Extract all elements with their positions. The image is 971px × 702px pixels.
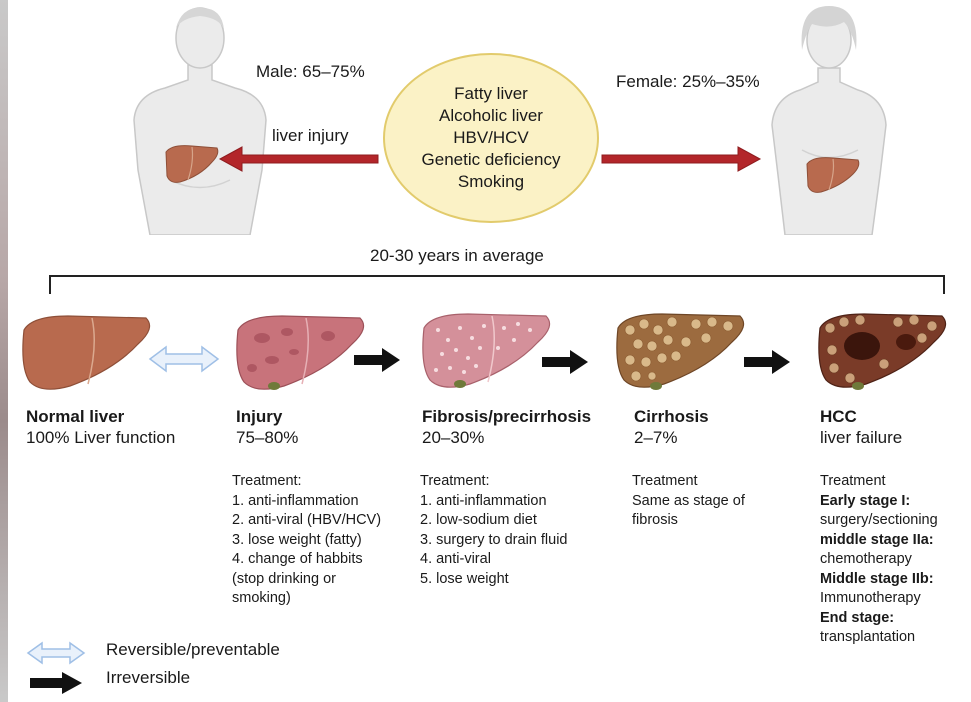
treatment-fibrosis: Treatment: 1. anti-inflammation 2. low-s… (420, 472, 568, 589)
treatment-line: Early stage I: (820, 492, 911, 509)
treatment-hcc: Treatment Early stage I: surgery/section… (820, 472, 938, 648)
treatment-line: surgery/sectioning (820, 512, 938, 528)
treatment-line: 2. low-sodium diet (420, 512, 537, 528)
treatment-line: 5. lose weight (420, 570, 509, 587)
treatment-line: 4. change of habbits (232, 551, 363, 567)
stage-fibrosis-value: 20–30% (422, 428, 485, 447)
stage-hcc: HCC liver failure (820, 406, 902, 448)
irreversible-arrow-1 (354, 348, 400, 372)
male-percentage: Male: 65–75% (256, 62, 365, 81)
treatment-line: 3. surgery to drain fluid (420, 531, 568, 548)
treatment-line: 1. anti-inflammation (232, 492, 359, 509)
irreversible-arrow-2 (542, 350, 588, 374)
male-figure (133, 7, 267, 235)
treatment-line: chemotherapy (820, 551, 912, 567)
cause-hbv-hcv: HBV/HCV (453, 128, 529, 147)
cause-fatty-liver: Fatty liver (454, 84, 528, 103)
cause-genetic-deficiency: Genetic deficiency (421, 150, 561, 169)
legend-irreversible-arrow (30, 672, 82, 694)
treatment-line: Treatment: (232, 473, 302, 489)
cause-alcoholic-liver: Alcoholic liver (439, 106, 543, 125)
treatment-line: 3. lose weight (fatty) (232, 531, 362, 548)
treatment-line: Immunotherapy (820, 590, 921, 606)
treatment-line: smoking) (232, 590, 291, 606)
stage-injury: Injury 75–80% (236, 406, 298, 448)
female-liver-icon (806, 157, 860, 193)
legend-irreversible-label: Irreversible (106, 668, 191, 687)
male-liver-icon (165, 145, 219, 183)
timeline-bracket (49, 275, 945, 294)
female-figure (771, 6, 887, 235)
irreversible-arrow-3 (744, 350, 790, 374)
stage-injury-name: Injury (236, 407, 283, 426)
stage-cirrhosis-name: Cirrhosis (634, 407, 709, 426)
legend-reversible-arrow (26, 641, 86, 665)
stage-injury-value: 75–80% (236, 428, 299, 447)
treatment-line: Middle stage IIb: (820, 570, 934, 587)
injury-liver-image (236, 315, 365, 390)
stage-fibrosis: Fibrosis/precirrhosis 20–30% (422, 406, 591, 448)
red-arrow-right (601, 146, 762, 172)
red-arrow-left (218, 146, 379, 172)
treatment-line: 2. anti-viral (HBV/HCV) (232, 512, 382, 528)
treatment-line: Treatment (820, 473, 886, 489)
hcc-liver-image (818, 313, 947, 390)
fibrosis-liver-image (422, 313, 551, 388)
reversible-arrow (148, 345, 220, 373)
normal-liver-image (22, 315, 151, 390)
cause-smoking: Smoking (457, 172, 525, 191)
treatment-line: Treatment (632, 473, 698, 489)
liver-injury-label: liver injury (272, 126, 349, 145)
cirrhosis-liver-image (616, 313, 745, 390)
timeline-label: 20-30 years in average (370, 246, 544, 265)
treatment-line: fibrosis (632, 512, 678, 528)
treatment-line: Same as stage of (632, 492, 745, 509)
stage-normal-value: 100% Liver function (26, 428, 176, 447)
legend-reversible-label: Reversible/preventable (106, 640, 280, 659)
stage-cirrhosis: Cirrhosis 2–7% (634, 406, 709, 448)
stage-hcc-name: HCC (820, 407, 857, 426)
stage-normal-name: Normal liver (26, 407, 125, 426)
treatment-cirrhosis: Treatment Same as stage of fibrosis (632, 472, 745, 531)
treatment-line: transplantation (820, 629, 916, 645)
stage-fibrosis-name: Fibrosis/precirrhosis (422, 407, 592, 426)
treatment-line: (stop drinking or (232, 570, 336, 587)
treatment-injury: Treatment: 1. anti-inflammation 2. anti-… (232, 472, 381, 609)
treatment-line: Treatment: (420, 473, 490, 489)
stage-normal: Normal liver 100% Liver function (26, 406, 175, 448)
stage-cirrhosis-value: 2–7% (634, 428, 678, 447)
causes-circle: Fatty liver Alcoholic liver HBV/HCV Gene… (383, 53, 599, 223)
treatment-line: 1. anti-inflammation (420, 492, 547, 509)
female-percentage: Female: 25%–35% (616, 72, 760, 91)
treatment-line: End stage: (820, 609, 895, 626)
stage-hcc-value: liver failure (820, 428, 903, 447)
left-edge-strip (0, 0, 8, 702)
treatment-line: 4. anti-viral (420, 551, 491, 567)
treatment-line: middle stage IIa: (820, 531, 934, 548)
